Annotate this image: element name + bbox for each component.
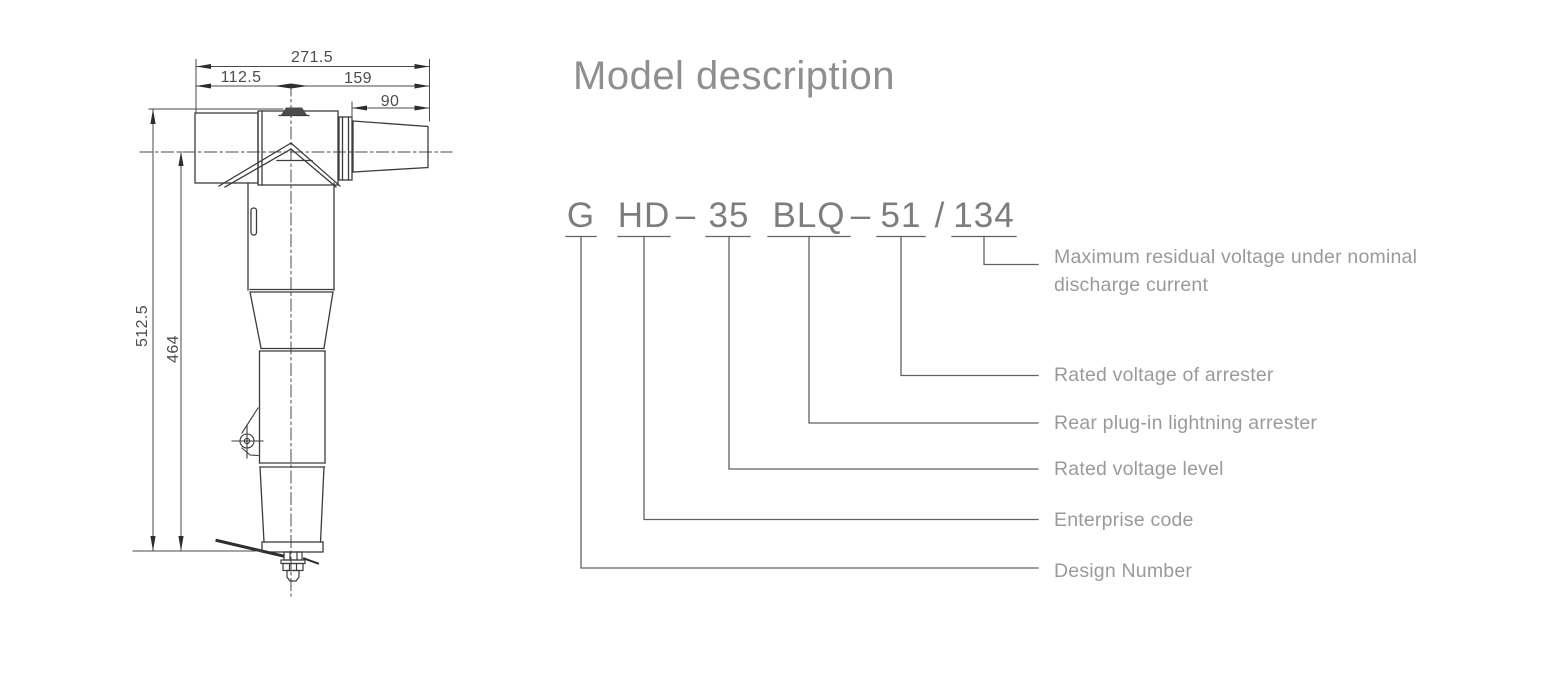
code-token-type: BLQ	[772, 196, 846, 235]
code-token-residual: 134	[953, 196, 1015, 235]
bushing-cone	[352, 120, 429, 173]
legend-residual-voltage-line2: discharge current	[1054, 274, 1209, 296]
dimension-arrows	[150, 64, 430, 551]
dim-bushing-length: 90	[380, 93, 400, 110]
code-token-rated: 51	[880, 196, 922, 235]
dim-overall-width: 271.5	[290, 49, 334, 66]
legend-residual-voltage-line1: Maximum residual voltage under nominal	[1054, 246, 1418, 268]
dimension-lines	[132, 59, 430, 552]
legend-rear-plug-in: Rear plug-in lightning arrester	[1054, 412, 1318, 434]
dim-body-height: 464	[165, 335, 182, 363]
page-title: Model description	[573, 54, 895, 98]
cable-entry-box	[194, 112, 259, 184]
code-separator-1: –	[675, 196, 697, 235]
arrester-technical-drawing	[132, 59, 453, 597]
dim-left-width: 112.5	[220, 69, 262, 86]
dim-overall-height: 512.5	[134, 304, 151, 348]
bushing-collar	[338, 116, 353, 181]
arrester-horizontal-body	[194, 107, 429, 188]
side-latch-tab	[250, 207, 258, 236]
bottom-terminal	[280, 551, 306, 582]
legend-design-number: Design Number	[1054, 560, 1193, 582]
code-separator-3: /	[934, 196, 946, 235]
code-separator-2: –	[850, 196, 872, 235]
model-code-tree-lines	[565, 235, 1039, 569]
dim-right-width: 159	[344, 70, 372, 87]
top-cap	[281, 107, 307, 115]
tee-chevron-inner	[224, 148, 337, 188]
legend-enterprise-code: Enterprise code	[1054, 509, 1194, 531]
terminal-leader-lines	[215, 538, 320, 565]
code-token-enterprise: HD	[617, 196, 671, 235]
terminal-stud	[286, 569, 300, 582]
code-token-voltage: 35	[708, 196, 750, 235]
centerlines	[139, 83, 453, 597]
code-token-design: G	[566, 196, 596, 235]
base-flange	[261, 541, 324, 553]
arrester-vertical-leg	[247, 182, 335, 553]
legend-rated-voltage-arrester: Rated voltage of arrester	[1054, 364, 1274, 386]
legend-rated-voltage-level: Rated voltage level	[1054, 458, 1224, 480]
tee-chevron-outer	[218, 142, 341, 187]
grounding-lug	[231, 407, 264, 459]
